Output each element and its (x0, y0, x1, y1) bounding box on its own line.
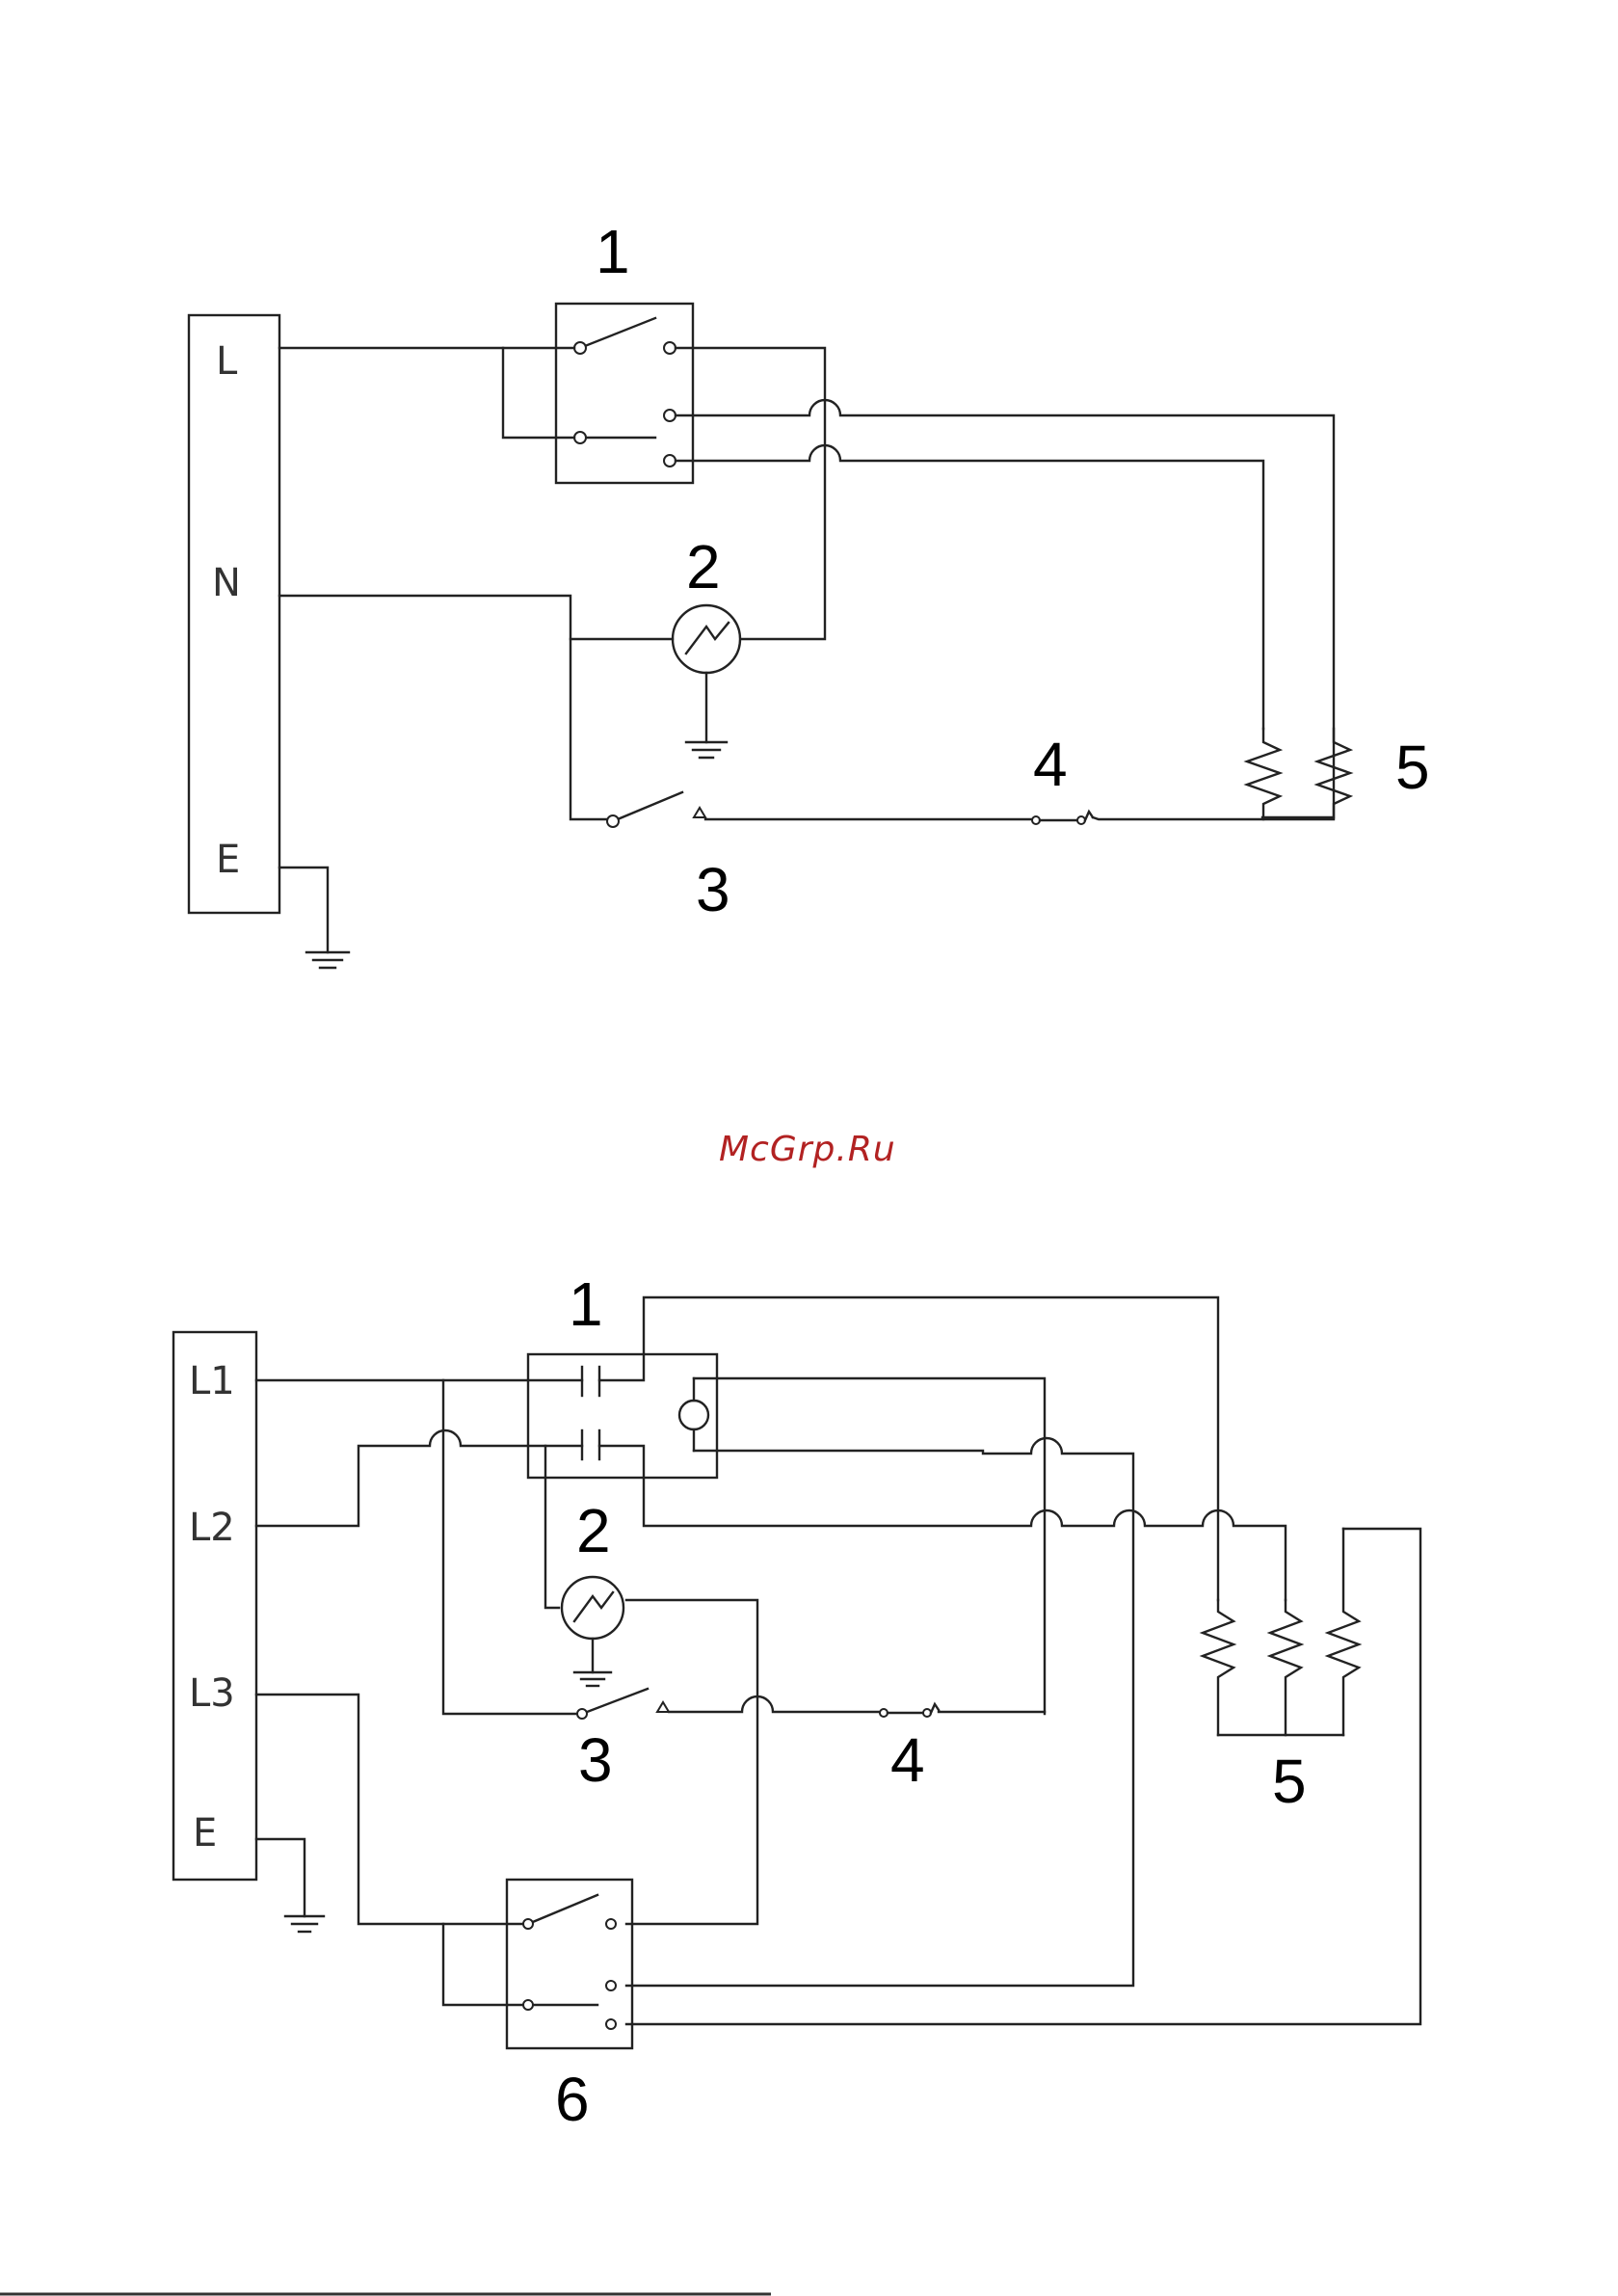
top-safety-switch (1032, 812, 1093, 824)
bottom-terminal-block (173, 1332, 256, 1880)
top-main-switch (556, 304, 693, 483)
bottom-label-5: 5 (1272, 1747, 1307, 1816)
top-terminal-n: N (212, 561, 241, 605)
bottom-terminal-l3: L3 (189, 1671, 235, 1716)
top-terminal-block (189, 315, 279, 913)
bottom-terminal-l1: L1 (189, 1359, 235, 1403)
top-label-2: 2 (686, 532, 721, 601)
bottom-indicator-lamp (562, 1577, 623, 1686)
top-terminal-l: L (216, 339, 238, 384)
top-thermostat-switch (607, 792, 705, 827)
bottom-contactor (528, 1354, 717, 1478)
bottom-label-3: 3 (578, 1725, 613, 1795)
bottom-terminal-e: E (193, 1811, 217, 1855)
top-earth-ground (279, 868, 349, 968)
bottom-selector-switch (507, 1880, 632, 2048)
bottom-label-1: 1 (569, 1269, 603, 1339)
watermark: McGrp.Ru (719, 1130, 896, 1169)
top-terminal-e: E (216, 838, 240, 882)
top-indicator-lamp (673, 605, 740, 758)
top-wiring-diagram: L N E 1 2 (189, 217, 1430, 968)
bottom-safety-switch (880, 1704, 939, 1717)
top-label-5: 5 (1395, 733, 1430, 802)
bottom-label-6: 6 (555, 2065, 590, 2134)
top-label-3: 3 (696, 855, 730, 924)
bottom-earth-ground (256, 1839, 324, 1932)
bottom-label-2: 2 (576, 1496, 611, 1565)
top-label-1: 1 (596, 217, 630, 286)
bottom-label-4: 4 (890, 1725, 925, 1795)
top-label-4: 4 (1033, 730, 1068, 799)
bottom-thermostat-switch (577, 1689, 669, 1719)
bottom-terminal-l2: L2 (189, 1506, 235, 1550)
bottom-wiring-diagram: L1 L2 L3 E 1 (173, 1269, 1420, 2134)
